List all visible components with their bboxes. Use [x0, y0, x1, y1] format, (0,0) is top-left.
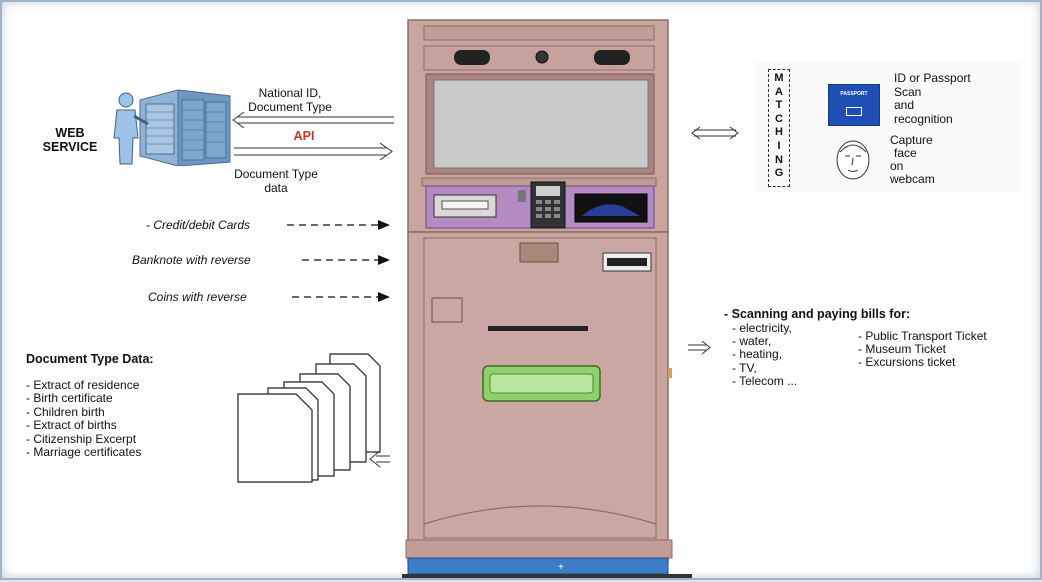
response-arrow — [234, 142, 393, 161]
kiosk-screen — [433, 79, 649, 169]
id-scan-label: ID or Passport Scan and recognition — [894, 71, 971, 126]
matching-letter: H — [775, 126, 783, 139]
document-item: - Citizenship Excerpt — [26, 431, 137, 446]
kiosk-header — [423, 25, 655, 41]
document-item: - Children birth — [26, 404, 105, 419]
svg-text:+: + — [558, 562, 564, 573]
document-item: - Birth certificate — [26, 391, 113, 406]
bills-title: - Scanning and paying bills for: — [724, 307, 911, 321]
bills-arrow — [688, 340, 711, 355]
bill-item: - electricity, — [732, 321, 792, 335]
camera-lens — [535, 50, 549, 64]
document-stack-icon — [237, 353, 381, 483]
matching-letters: M A T C H I N G — [768, 72, 790, 181]
bills-list-right: - Public Transport Ticket - Museum Ticke… — [858, 329, 987, 370]
documents-arrow — [369, 450, 390, 468]
receipt-slot — [488, 326, 588, 331]
cards-text: Credit/debit Cards — [153, 218, 251, 232]
coins-label: Coins with reverse — [148, 290, 247, 304]
banknote-label: Banknote with reverse — [132, 253, 251, 267]
web-service-label: WEB SERVICE — [42, 126, 98, 154]
documents-title: Document Type Data: — [26, 352, 154, 366]
bills-list-left: - electricity, - water, - heating, - TV,… — [732, 321, 798, 388]
matching-letter: T — [775, 99, 783, 112]
passport-text: PASSPORT — [840, 91, 868, 97]
server-user-icon — [113, 89, 231, 166]
matching-panel — [754, 62, 1022, 192]
bill-item: - water, — [732, 334, 772, 349]
face-icon — [836, 140, 870, 180]
document-item: - Extract of residence — [26, 378, 140, 392]
request-label: National ID, Document Type — [248, 86, 332, 114]
speaker-right — [594, 50, 630, 65]
bill-item: - Telecom ... — [732, 373, 798, 388]
api-label: API — [293, 129, 315, 143]
response-label: Document Type data — [234, 167, 318, 195]
ticket-item: - Museum Ticket — [858, 342, 947, 357]
ticket-item: - Excursions ticket — [858, 355, 956, 370]
matching-box — [768, 69, 790, 187]
cards-label: - Credit/debit Cards — [146, 218, 251, 232]
matching-letter: M — [774, 72, 784, 84]
speaker-left — [454, 50, 490, 65]
ticket-item: - Public Transport Ticket — [858, 329, 987, 343]
matching-letter: C — [775, 112, 783, 125]
matching-letter: G — [774, 167, 784, 180]
matching-letter: A — [775, 85, 783, 98]
bill-item: - heating, — [732, 347, 783, 362]
document-item: - Marriage certificates — [26, 445, 142, 460]
document-item: - Extract of births — [26, 418, 117, 433]
documents-list: - Extract of residence - Birth certifica… — [26, 378, 142, 460]
bill-item: - TV, — [732, 360, 757, 375]
passport-icon: PASSPORT — [828, 84, 880, 126]
matching-letter: N — [775, 153, 783, 166]
request-arrow — [232, 111, 394, 129]
matching-letter: I — [777, 139, 781, 152]
matching-double-arrow — [691, 126, 739, 140]
face-capture-label: Capture face on webcam — [890, 133, 935, 186]
banknote-acceptor — [519, 242, 559, 263]
coin-slot — [431, 297, 463, 323]
